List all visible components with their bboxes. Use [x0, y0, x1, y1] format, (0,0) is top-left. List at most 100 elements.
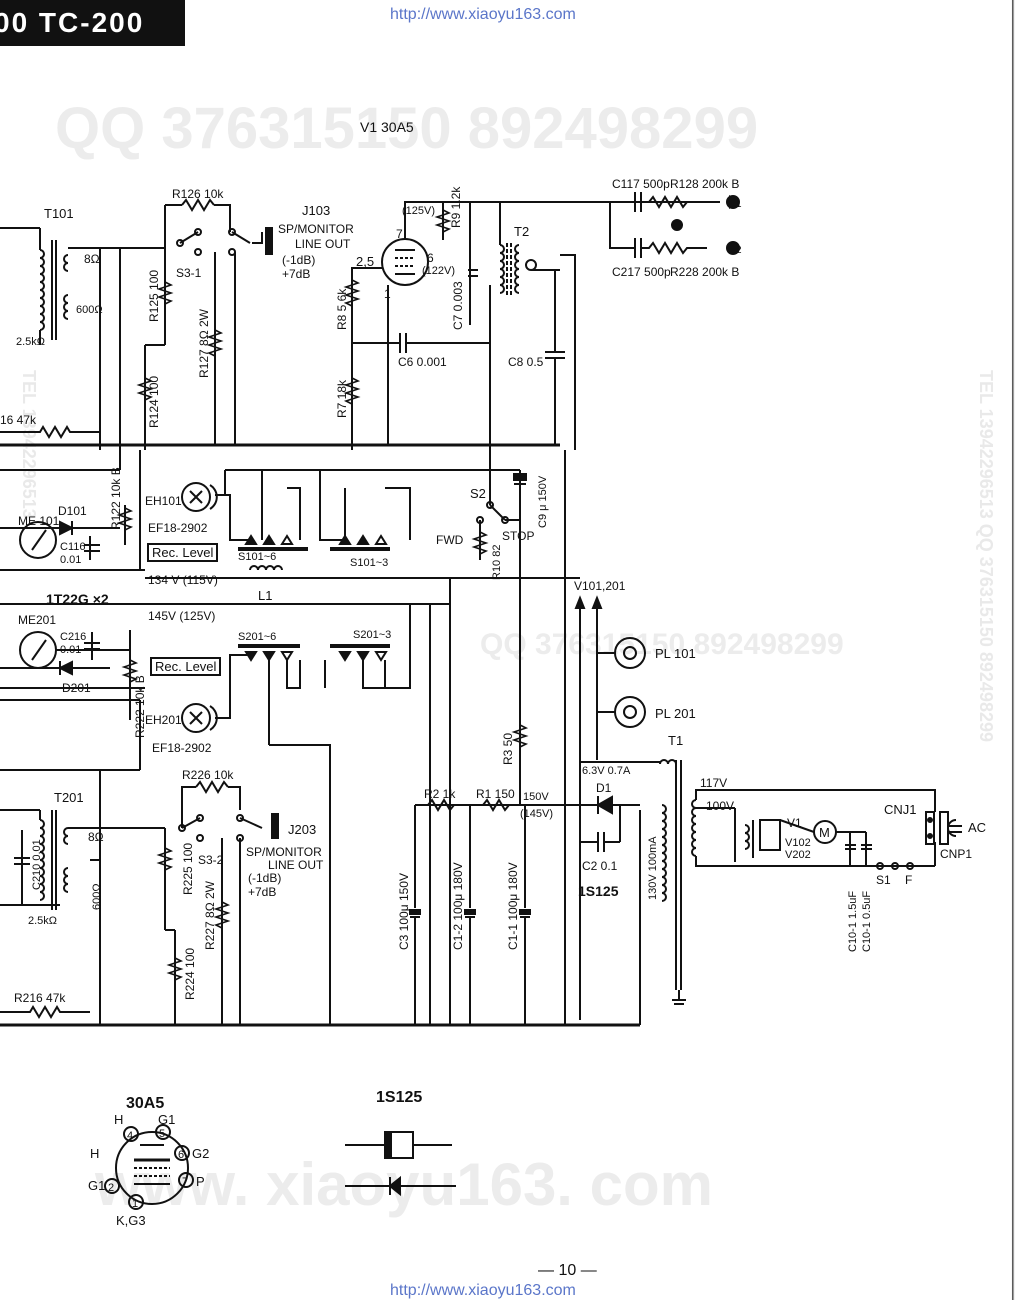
watermark-qq-mid: QQ 376315150 892498299	[480, 628, 844, 661]
svg-text:CNP1: CNP1	[940, 847, 972, 861]
svg-text:LINE OUT: LINE OUT	[295, 237, 351, 251]
svg-text:7: 7	[182, 1176, 188, 1188]
tube-base-30a5	[115, 1131, 189, 1205]
svg-text:R225 100: R225 100	[181, 843, 195, 895]
svg-text:C7 0.003: C7 0.003	[451, 281, 465, 330]
svg-text:T2: T2	[514, 224, 529, 239]
svg-text:C116: C116	[60, 541, 85, 553]
svg-text:7: 7	[396, 227, 403, 241]
svg-text:R228 200k B: R228 200k B	[670, 265, 739, 279]
model-header: 00 TC-200	[0, 0, 185, 46]
svg-text:134 V (115V): 134 V (115V)	[148, 573, 218, 587]
watermark-bottom: www. xiaoyu163. com	[95, 1151, 714, 1218]
svg-text:G1: G1	[158, 1112, 175, 1127]
svg-text:145V (125V): 145V (125V)	[148, 609, 215, 623]
svg-text:R9 1.2k: R9 1.2k	[449, 186, 463, 228]
svg-text:C1-2 100μ 180V: C1-2 100μ 180V	[451, 862, 465, 950]
svg-text:C210 0.01: C210 0.01	[31, 839, 43, 890]
svg-text:PL 101: PL 101	[655, 646, 696, 661]
svg-text:S101~6: S101~6	[238, 551, 276, 563]
svg-text:6.3V 0.7A: 6.3V 0.7A	[582, 765, 631, 777]
svg-text:R226 10k: R226 10k	[182, 768, 234, 782]
svg-text:C1-1 100μ 180V: C1-1 100μ 180V	[506, 862, 520, 950]
svg-text:C117 500p: C117 500p	[612, 177, 670, 191]
svg-text:2: 2	[108, 1182, 114, 1194]
svg-text:S201~3: S201~3	[353, 629, 391, 641]
svg-text:(125V): (125V)	[402, 205, 435, 217]
svg-text:PL 201: PL 201	[655, 706, 696, 721]
svg-text:ME201: ME201	[18, 613, 56, 627]
svg-text:R128 200k B: R128 200k B	[670, 177, 739, 191]
svg-text:D1: D1	[596, 781, 612, 795]
svg-text:0.01: 0.01	[60, 644, 81, 656]
svg-text:L1: L1	[258, 588, 272, 603]
svg-text:T201: T201	[54, 790, 84, 805]
svg-text:6: 6	[427, 251, 434, 265]
svg-text:(-1dB): (-1dB)	[248, 871, 281, 885]
svg-text:D101: D101	[58, 504, 87, 518]
page-number: — 10 —	[538, 1262, 597, 1279]
svg-text:C10-1 1.5uF: C10-1 1.5uF	[847, 891, 859, 952]
svg-text:C10-1 0.5uF: C10-1 0.5uF	[861, 891, 873, 952]
svg-text:FWD: FWD	[436, 533, 464, 547]
svg-text:C6 0.001: C6 0.001	[398, 355, 447, 369]
tube-label: V1 30A5	[360, 119, 414, 135]
svg-text:EH201: EH201	[145, 713, 182, 727]
svg-text:R127 8Ω 2W: R127 8Ω 2W	[197, 308, 211, 378]
svg-text:130V 100mA: 130V 100mA	[647, 836, 659, 900]
svg-text:C216: C216	[60, 631, 86, 643]
svg-text:C8 0.5: C8 0.5	[508, 355, 544, 369]
svg-text:V202: V202	[785, 849, 811, 861]
svg-text:C2 0.1: C2 0.1	[582, 859, 618, 873]
svg-text:P: P	[196, 1174, 205, 1189]
svg-text:S201~6: S201~6	[238, 631, 276, 643]
svg-text:R7 18k: R7 18k	[335, 379, 349, 418]
svg-text:S1: S1	[876, 873, 891, 887]
svg-text:SP/MONITOR: SP/MONITOR	[246, 845, 322, 859]
svg-text:R10 82: R10 82	[491, 545, 503, 580]
svg-text:R124 100: R124 100	[147, 376, 161, 428]
svg-text:(122V): (122V)	[422, 265, 455, 277]
svg-text:C217 500p: C217 500p	[612, 265, 671, 279]
svg-text:1: 1	[736, 199, 742, 210]
tube-v1	[381, 238, 429, 286]
svg-text:F: F	[905, 873, 912, 887]
svg-text:R227 8Ω 2W: R227 8Ω 2W	[203, 880, 217, 950]
url-top[interactable]: http://www.xiaoyu163.com	[390, 6, 576, 23]
svg-text:G2: G2	[192, 1146, 209, 1161]
svg-text:J203: J203	[288, 822, 316, 837]
svg-text:C3 100μ 150V: C3 100μ 150V	[397, 873, 411, 950]
svg-text:H: H	[90, 1146, 99, 1161]
model-header-text: 00 TC-200	[0, 7, 145, 38]
svg-text:(145V): (145V)	[520, 808, 553, 820]
svg-text:H: H	[114, 1112, 123, 1127]
svg-text:K,G3: K,G3	[116, 1213, 146, 1228]
svg-text:R3 50: R3 50	[501, 733, 515, 765]
watermark-qq-top: QQ 376315150 892498299	[55, 96, 759, 161]
meter-me101	[19, 521, 57, 559]
svg-text:2.5kΩ: 2.5kΩ	[16, 336, 45, 348]
svg-text:EH101: EH101	[145, 494, 182, 508]
svg-text:EF18-2902: EF18-2902	[148, 521, 208, 535]
svg-text:1: 1	[132, 1198, 138, 1210]
svg-text:2.5kΩ: 2.5kΩ	[28, 915, 57, 927]
svg-text:4: 4	[127, 1130, 133, 1142]
svg-text:1T22G ×2: 1T22G ×2	[46, 591, 109, 607]
svg-text:R1 150: R1 150	[476, 787, 515, 801]
url-bottom[interactable]: http://www.xiaoyu163.com	[390, 1282, 576, 1299]
svg-text:R126 10k: R126 10k	[172, 187, 224, 201]
svg-text:6: 6	[178, 1149, 184, 1161]
svg-text:100V: 100V	[706, 799, 734, 813]
svg-text:T1: T1	[668, 733, 683, 748]
svg-text:EF18-2902: EF18-2902	[152, 741, 212, 755]
svg-text:CNJ1: CNJ1	[884, 802, 917, 817]
svg-text:R2 1k: R2 1k	[424, 787, 456, 801]
svg-text:AC: AC	[968, 820, 986, 835]
svg-text:R125 100: R125 100	[147, 270, 161, 322]
svg-text:R224 100: R224 100	[183, 948, 197, 1000]
svg-text:LINE OUT: LINE OUT	[268, 858, 324, 872]
svg-text:J103: J103	[302, 203, 330, 218]
rec-level-label-top: Rec. Level	[147, 543, 219, 562]
svg-text:5: 5	[159, 1128, 165, 1140]
